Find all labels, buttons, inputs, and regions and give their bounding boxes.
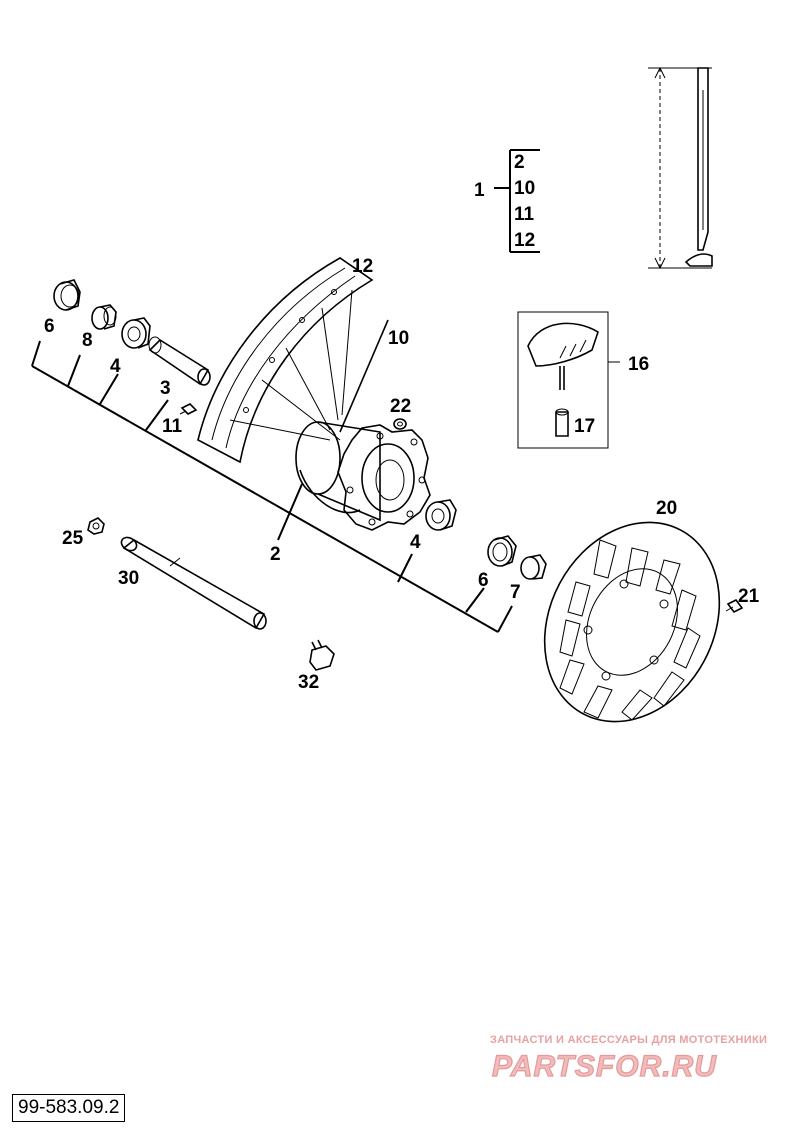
brake-disc (543, 521, 721, 723)
part-label-12-group: 12 (514, 230, 535, 251)
watermark-brand: PARTSFOR.RU (492, 1050, 717, 1083)
part-label-30: 30 (118, 568, 139, 589)
valve-parts-box (517, 311, 620, 449)
drawing-code: 99-583.09.2 (12, 1094, 126, 1122)
part-label-10: 10 (388, 328, 409, 349)
part-labels: 1 2 10 11 12 12 10 6 8 4 3 11 22 16 17 2… (44, 152, 760, 693)
part-label-20: 20 (656, 498, 677, 519)
part-label-11-group: 11 (514, 204, 535, 225)
part-label-1: 1 (474, 180, 485, 201)
left-hub-parts (53, 279, 407, 430)
part-label-2-group: 2 (514, 152, 525, 173)
part-label-10-group: 10 (514, 178, 535, 199)
part-label-32: 32 (298, 672, 319, 693)
fasteners-and-axle (87, 517, 744, 671)
watermark-tagline: ЗАПЧАСТИ И АКСЕССУАРЫ ДЛЯ МОТОТЕХНИКИ (490, 1034, 767, 1046)
part-label-8: 8 (82, 330, 93, 351)
part-label-6-left: 6 (44, 316, 55, 337)
watermark: ЗАПЧАСТИ И АКСЕССУАРЫ ДЛЯ МОТОТЕХНИКИ PA… (490, 1034, 767, 1084)
part-label-11: 11 (162, 416, 183, 437)
part-label-22: 22 (390, 396, 411, 417)
assembly-axis-line (31, 340, 513, 633)
part-label-16: 16 (628, 354, 649, 375)
wheel-hub (295, 421, 431, 531)
part-label-21: 21 (738, 586, 760, 607)
part-label-25: 25 (62, 528, 84, 549)
part-label-12: 12 (352, 256, 373, 277)
part-label-7: 7 (510, 582, 521, 603)
assembly-group-bracket (494, 149, 540, 253)
part-label-4-left: 4 (110, 356, 121, 377)
spokes (229, 289, 389, 441)
part-label-17: 17 (574, 416, 595, 437)
right-hub-parts (425, 499, 547, 580)
part-label-4-right: 4 (410, 532, 421, 553)
part-label-2: 2 (270, 544, 281, 565)
spoke-dimension-drawing (648, 66, 713, 270)
rim-segment (197, 257, 374, 464)
part-label-3: 3 (160, 378, 171, 399)
part-label-6-right: 6 (478, 570, 489, 591)
